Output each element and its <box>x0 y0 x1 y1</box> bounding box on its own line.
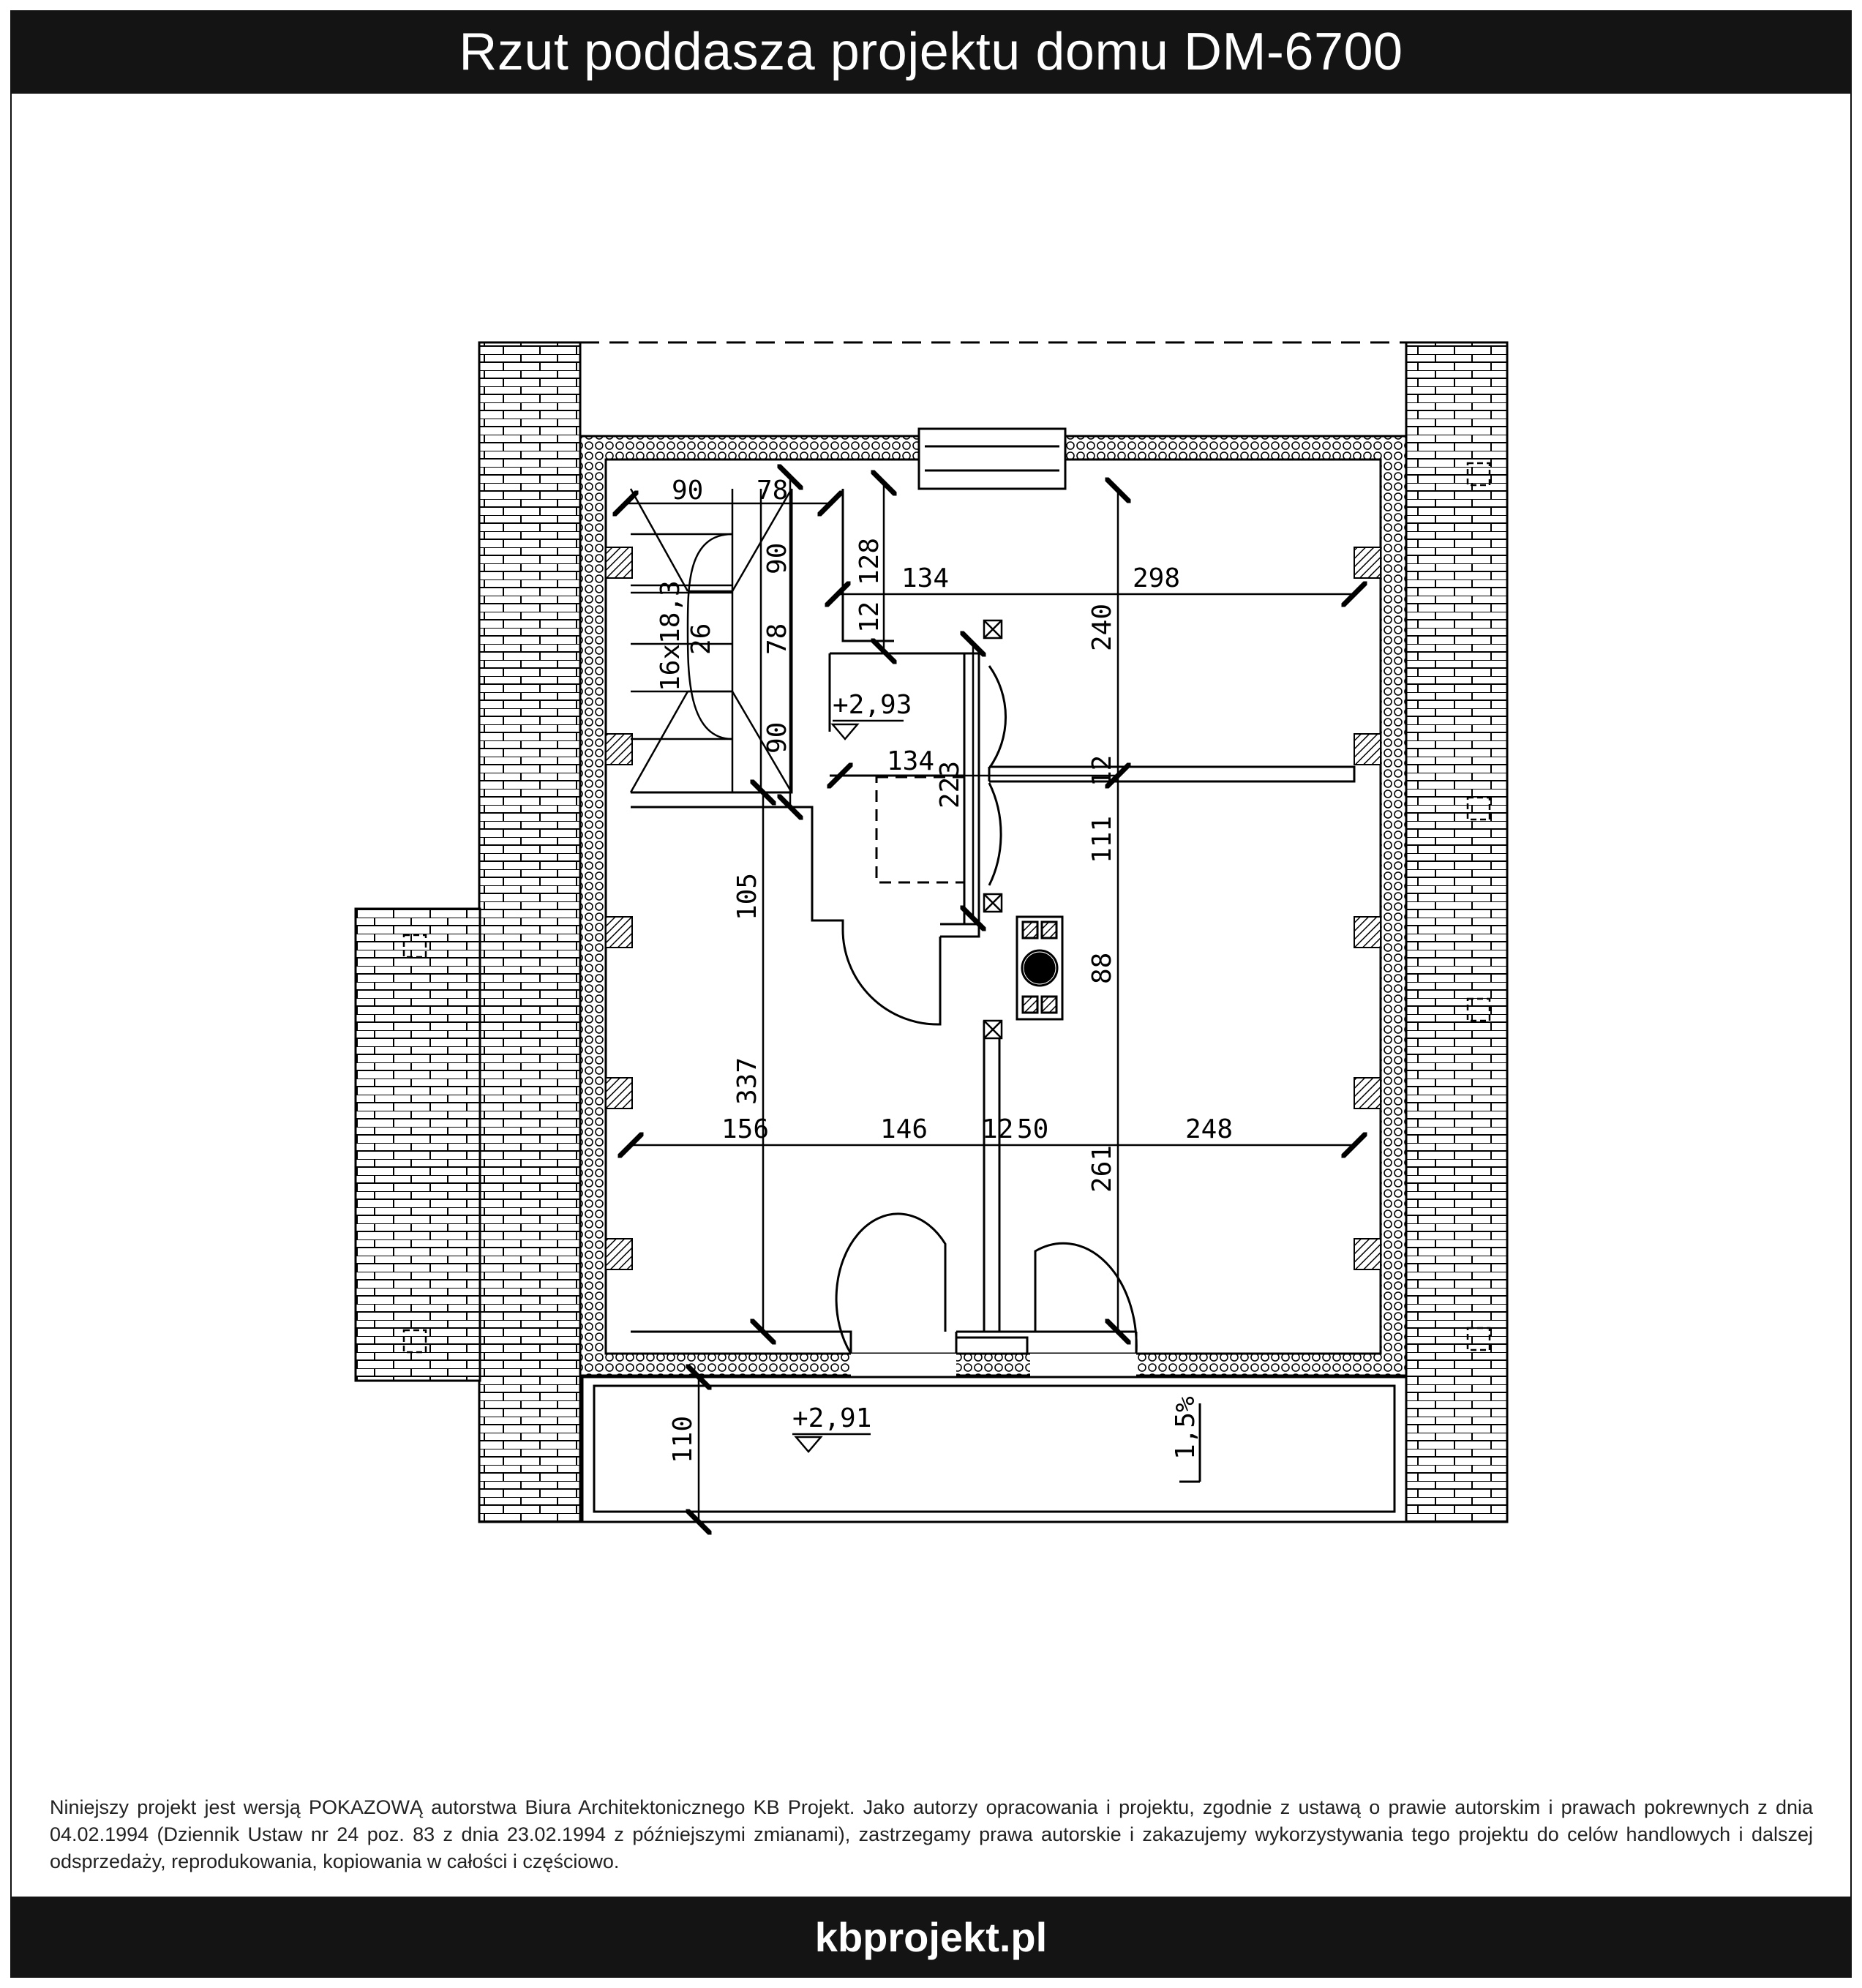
dim-v-9: 12 <box>1087 755 1117 787</box>
copyright-notice: Niniejszy projekt jest wersją POKAZOWĄ a… <box>50 1796 1813 1872</box>
dim-h-4: 134 <box>887 746 934 776</box>
partition-walls <box>631 489 1356 1354</box>
slope-label: 1,5% <box>1171 1396 1201 1460</box>
dim-v-2: 90 <box>762 543 792 574</box>
chimney <box>1016 915 1064 1021</box>
dimension-lines <box>626 477 1354 1522</box>
dim-v-1: 12 <box>855 601 885 633</box>
roof-tiles <box>354 341 1509 1523</box>
dim-v-4: 90 <box>762 722 792 754</box>
dim-v-11: 105 <box>732 873 762 920</box>
level-balcony: +2,91 <box>792 1403 871 1433</box>
dim-v-15: 110 <box>668 1416 698 1463</box>
dim-v-12: 88 <box>1087 953 1117 984</box>
vent-boxes <box>983 619 1003 1040</box>
title-bar: Rzut poddasza projektu domu DM-6700 <box>10 10 1852 94</box>
dim-v-8: 223 <box>935 761 965 809</box>
dim-v-13: 337 <box>732 1057 762 1105</box>
level-upper: +2,93 <box>833 690 912 720</box>
dim-v-0: 128 <box>855 538 885 585</box>
dormer-window <box>917 427 1067 490</box>
dim-h-1: 78 <box>757 476 788 506</box>
dim-h-6: 146 <box>880 1114 928 1144</box>
skylight-markers <box>402 462 1491 1354</box>
balcony <box>581 1376 1408 1523</box>
dim-v-6: 26 <box>686 623 716 655</box>
dim-v-7: 240 <box>1087 604 1117 651</box>
page-title: Rzut poddasza projektu domu DM-6700 <box>459 23 1403 81</box>
dim-h-2: 134 <box>901 563 949 593</box>
brand-link[interactable]: kbprojekt.pl <box>814 1914 1048 1960</box>
dim-h-0: 90 <box>672 476 703 506</box>
dim-v-14: 261 <box>1087 1145 1117 1193</box>
level-markers: +2,93 +2,91 <box>792 690 912 1453</box>
dim-v-10: 111 <box>1087 816 1117 863</box>
door-swings <box>835 665 1138 1354</box>
dim-v-5: 16x18,3 <box>656 580 686 691</box>
truss-posts <box>605 547 1381 1270</box>
dim-v-3: 78 <box>762 623 792 655</box>
dim-h-3: 298 <box>1133 563 1180 593</box>
slope-indicator: 1,5% <box>1171 1396 1201 1483</box>
external-wall <box>579 435 1408 1377</box>
dim-h-7: 12 <box>982 1114 1013 1144</box>
dim-h-8: 50 <box>1017 1114 1048 1144</box>
dim-h-5: 156 <box>721 1114 769 1144</box>
footer-bar: kbprojekt.pl <box>10 1897 1852 1978</box>
dimension-labels: 90 78 134 298 134 156 146 12 50 248 128 … <box>656 476 1233 1463</box>
dim-h-9: 248 <box>1185 1114 1233 1144</box>
